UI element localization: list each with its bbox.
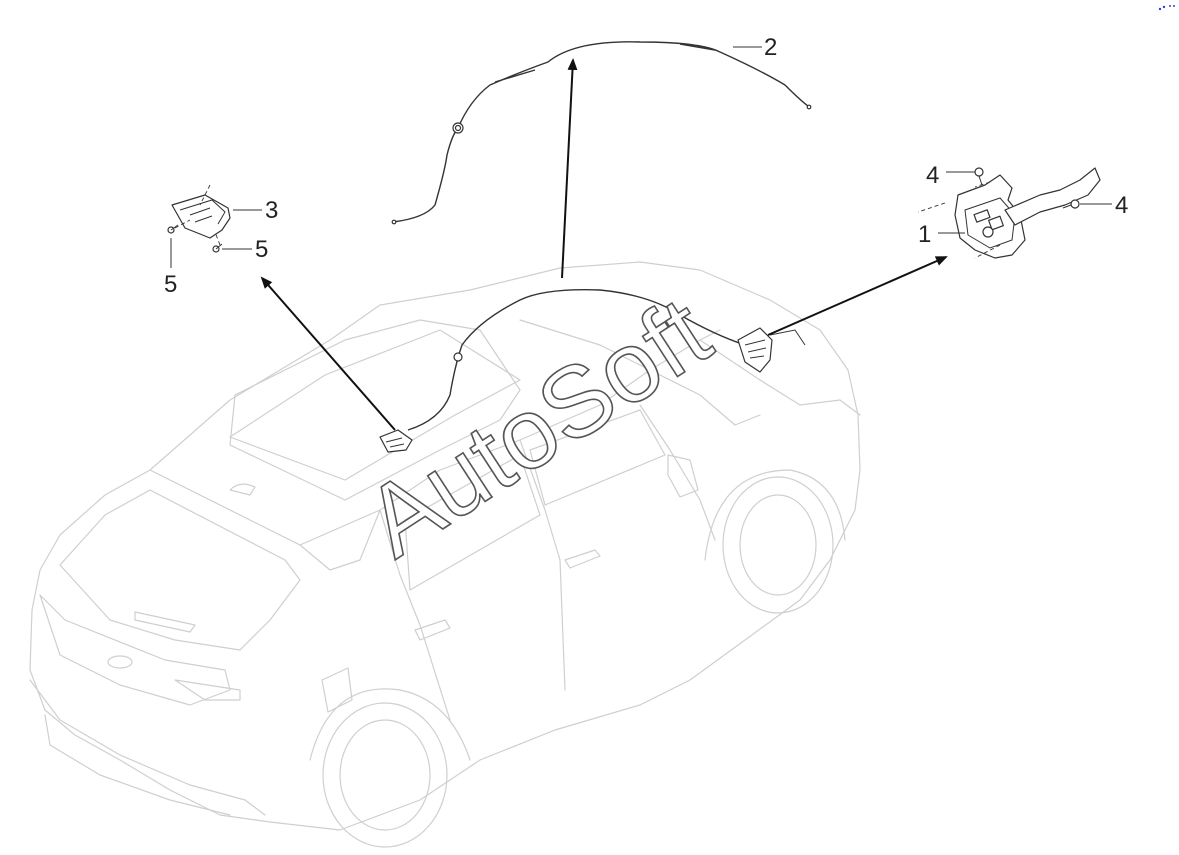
screw-icon (167, 224, 179, 234)
vehicle-outline (29, 261, 861, 848)
explode-arrows (260, 58, 948, 431)
screw-icon (212, 243, 223, 253)
callout-5-below: 5 (164, 271, 177, 298)
bolt-icon (1062, 199, 1080, 209)
callout-4-right: 4 (1115, 192, 1128, 219)
callout-1: 1 (918, 221, 931, 248)
installed-latch (737, 327, 806, 373)
installed-cable (407, 289, 746, 431)
callout-2: 2 (764, 34, 777, 61)
release-cable-part (391, 41, 812, 225)
callout-3: 3 (265, 197, 278, 224)
bolt-icon (974, 167, 984, 186)
leader-lines (170, 46, 1112, 268)
corner-mark (1158, 5, 1175, 11)
callout-4-top: 4 (926, 162, 939, 189)
watermark-logo: AutoSoft (346, 275, 729, 578)
hood-latch-part (917, 167, 1101, 259)
installed-release-handle (379, 429, 413, 453)
callout-5-right: 5 (255, 236, 268, 263)
release-handle-part (167, 184, 231, 253)
